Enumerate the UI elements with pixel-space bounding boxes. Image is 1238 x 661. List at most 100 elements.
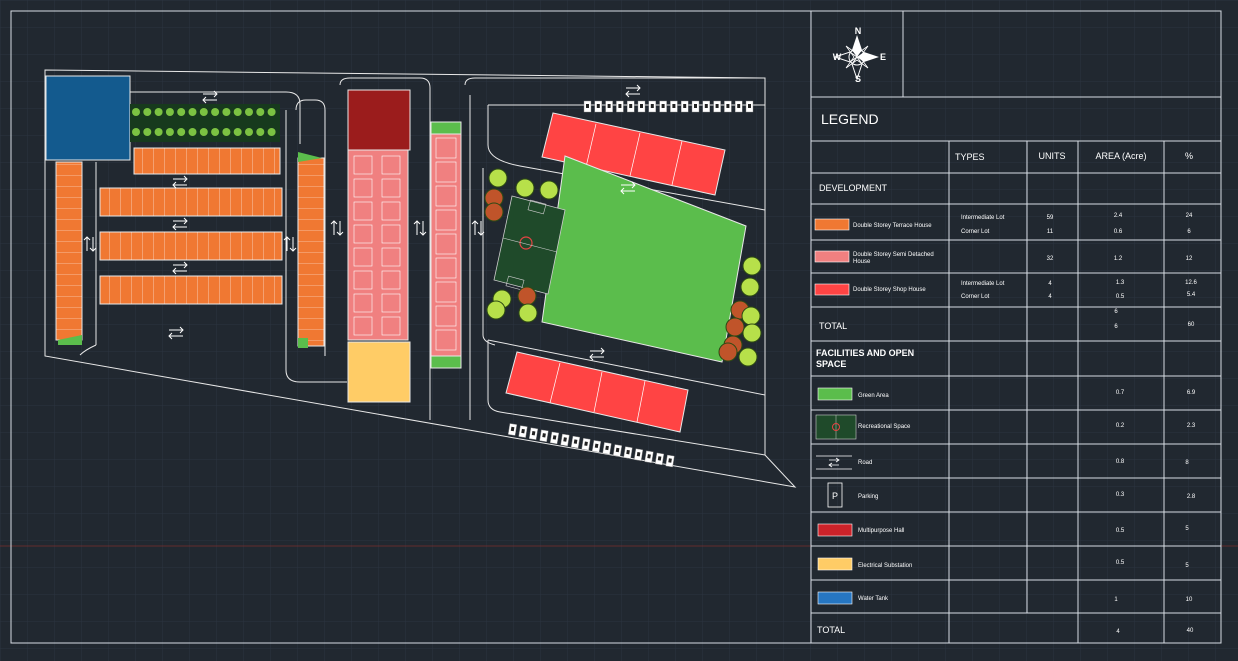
semi-unit <box>381 178 401 198</box>
legend-title: LEGEND <box>821 111 879 127</box>
area-cell: 0.2 <box>1116 423 1125 429</box>
semi-unit <box>381 293 401 313</box>
parking-stall-mark <box>737 104 741 108</box>
semi-unit <box>353 224 373 244</box>
semi-unit <box>435 161 457 183</box>
green-area-swatch <box>817 387 853 401</box>
terrace-label: Double Storey Terrace House <box>853 223 932 229</box>
units-cell: 59 <box>1047 215 1054 221</box>
road-arrow-icon <box>590 347 605 355</box>
road-arrow-icon <box>169 326 184 334</box>
area-cell: 1 <box>1114 597 1118 603</box>
grand-total-row: TOTAL 4 40 <box>817 625 1194 635</box>
area-cell: 0.7 <box>1116 390 1125 396</box>
parking-icon <box>827 482 843 508</box>
dev-total-row: TOTAL 6 6 60 <box>819 309 1195 331</box>
tree <box>518 303 538 323</box>
road-arrow-icon <box>336 221 344 236</box>
facility-parking: P Parking 0.3 2.8 <box>827 482 1196 508</box>
type-cell: Intermediate Lot <box>961 281 1005 287</box>
parking-stall-mark <box>629 104 633 108</box>
hall-swatch <box>817 523 853 537</box>
area-cell: 0.6 <box>1114 229 1123 235</box>
road-arrow-icon <box>620 187 635 195</box>
electrical-substation <box>347 341 411 403</box>
hedge-shrub <box>233 108 242 116</box>
header-units: UNITS <box>1039 151 1066 161</box>
pct-cell: 12.6 <box>1185 280 1197 286</box>
site-plan <box>44 69 797 488</box>
semi-unit <box>353 155 373 175</box>
semi-unit <box>381 316 401 336</box>
road-arrow-icon <box>89 237 97 252</box>
parking-stall-mark <box>618 104 622 108</box>
facility-road: Road 0.8 8 <box>816 455 1189 470</box>
road-arrows <box>83 84 641 361</box>
area-cell: 6 <box>1114 309 1118 315</box>
hedge-shrub <box>211 128 220 136</box>
parking-stall-mark <box>596 104 600 108</box>
header-pct: % <box>1185 151 1193 161</box>
semi-unit <box>381 247 401 267</box>
pct-cell: 6 <box>1187 229 1191 235</box>
parking-rows <box>507 100 754 468</box>
hedge-shrub <box>132 108 140 116</box>
semi-unit <box>435 233 457 255</box>
water-tank <box>45 75 131 161</box>
hedge-shrub <box>177 108 186 116</box>
parking-stall-mark <box>607 104 611 108</box>
recreational-field <box>493 195 566 295</box>
hedge-shrub <box>267 108 276 116</box>
road-arrow-icon <box>283 236 291 251</box>
semi-unit <box>353 270 373 290</box>
facility-hall: Multipurpose Hall 0.5 5 <box>817 523 1189 537</box>
pct-cell: 2.3 <box>1187 423 1196 429</box>
tree <box>484 202 504 222</box>
pct-cell: 5.4 <box>1187 292 1196 298</box>
semi-unit <box>353 293 373 313</box>
hedge-shrub <box>222 108 231 116</box>
substation-swatch <box>817 557 853 571</box>
semi-unit <box>435 137 457 159</box>
parking-stall-mark <box>661 104 665 108</box>
parking-stall-mark <box>640 104 643 108</box>
water-tank-swatch <box>817 591 853 605</box>
semi-unit <box>381 224 401 244</box>
shop-swatch <box>814 283 850 296</box>
parking-stall-mark <box>748 104 751 108</box>
semi-unit <box>435 281 457 303</box>
semi-unit <box>435 329 457 351</box>
road-edge <box>482 168 496 346</box>
parking-stall-mark <box>704 104 708 108</box>
shop-label: Double Storey Shop House <box>853 287 926 293</box>
compass-n: N <box>855 26 862 36</box>
facility-label: Multipurpose Hall <box>858 528 904 534</box>
area-cell: 1.2 <box>1114 256 1123 262</box>
parking-stall-mark <box>542 433 546 438</box>
semi-unit <box>381 155 401 175</box>
road-edge <box>295 99 326 356</box>
compass-e: E <box>880 52 886 62</box>
pct-cell: 60 <box>1188 322 1195 328</box>
facility-label: Water Tank <box>858 596 889 602</box>
parking-stall-mark <box>715 104 719 108</box>
parking-stall-mark <box>726 104 730 108</box>
parking-stall-mark <box>650 104 654 108</box>
hedge-shrub <box>199 108 208 116</box>
hedge-shrub <box>154 108 163 116</box>
hedge-shrub <box>256 128 265 136</box>
multipurpose-hall <box>347 89 411 151</box>
road-edge <box>487 339 766 396</box>
road-arrow-icon <box>168 332 183 340</box>
parking-stall-mark <box>636 451 641 457</box>
parking-stall-mark <box>605 445 609 451</box>
semi-unit <box>381 270 401 290</box>
road-edge <box>487 105 766 211</box>
tree <box>718 342 738 362</box>
pct-cell: 24 <box>1186 213 1193 219</box>
compass-w: W <box>833 52 842 62</box>
tree <box>742 256 762 276</box>
road-arrow-icon <box>172 181 187 189</box>
facility-label: Parking <box>858 494 878 500</box>
